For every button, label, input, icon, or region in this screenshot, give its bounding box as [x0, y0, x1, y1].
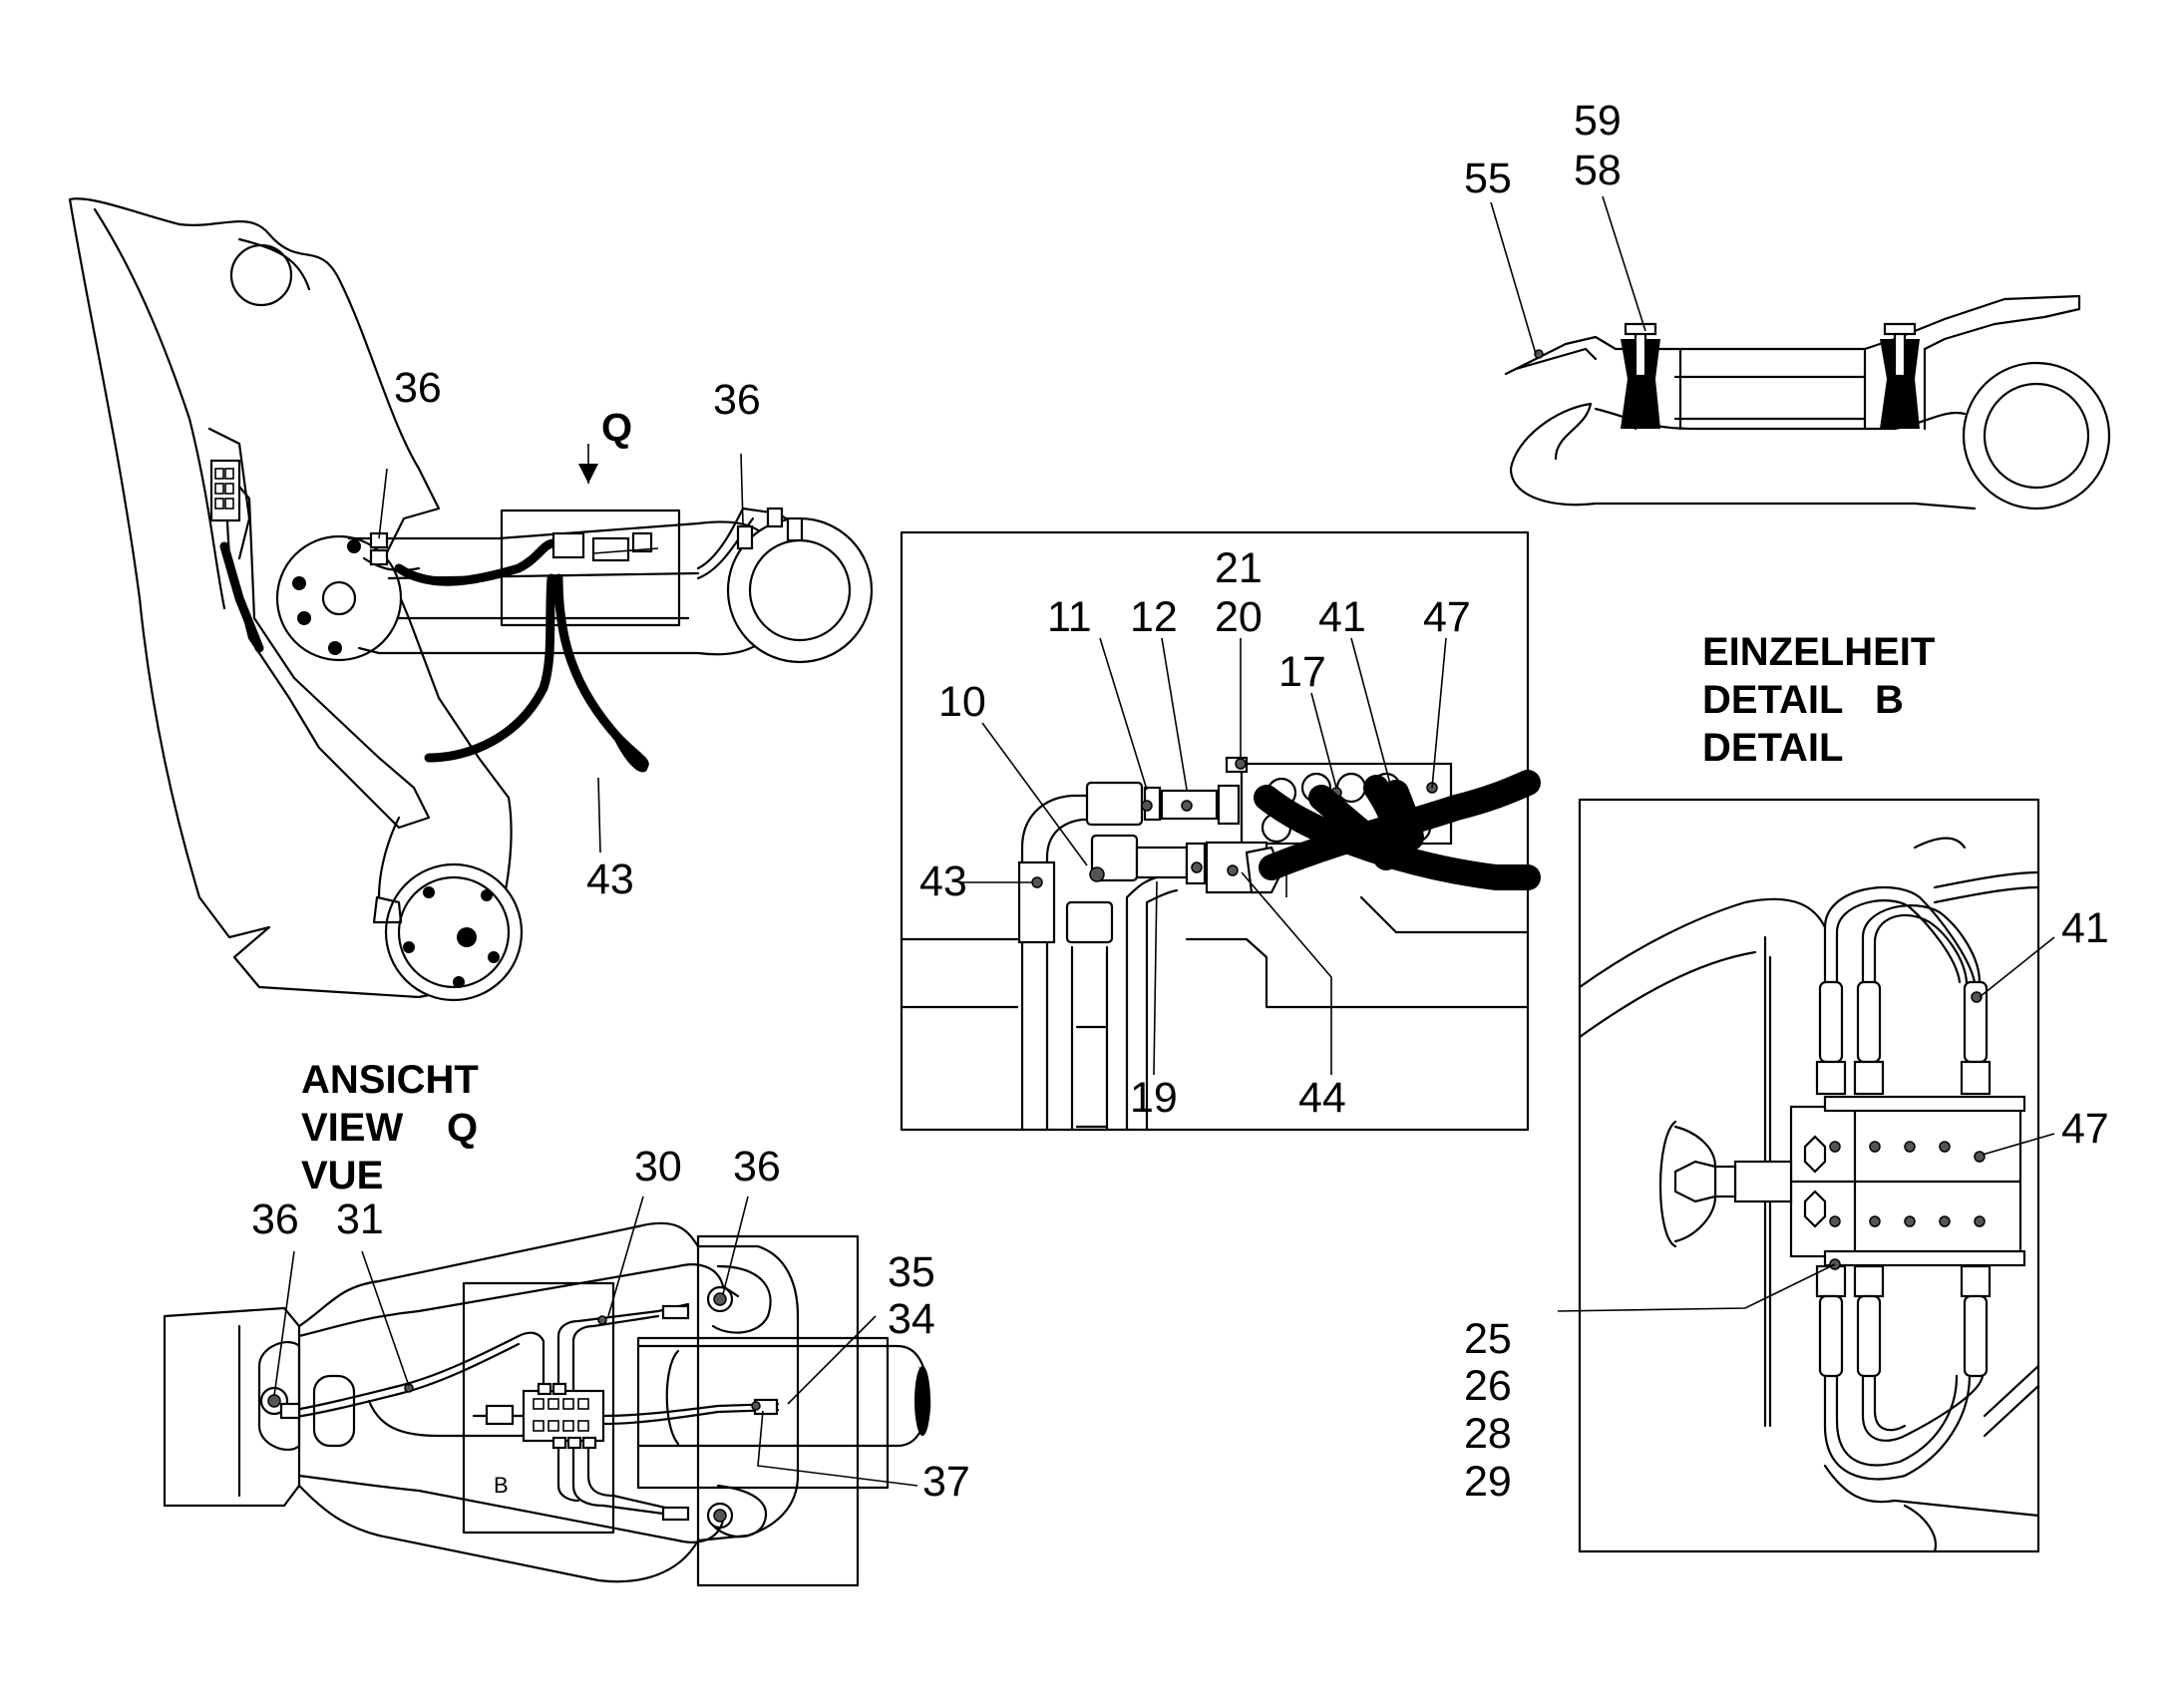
label-36-view-right: 36 — [733, 1143, 781, 1191]
label-26: 26 — [1464, 1362, 1512, 1410]
label-36-main-right: 36 — [713, 376, 761, 424]
label-30: 30 — [634, 1143, 682, 1191]
label-35: 35 — [888, 1248, 935, 1296]
label-34: 34 — [888, 1295, 935, 1343]
label-q-arrow: Q — [601, 406, 632, 450]
label-29: 29 — [1464, 1458, 1512, 1506]
detail-title-letter: B — [1875, 678, 1904, 722]
detail-title-line2: DETAIL — [1702, 678, 1843, 722]
middle-detail — [900, 530, 1541, 1132]
label-b-box: B — [494, 1473, 509, 1498]
view-title-letter: Q — [447, 1106, 478, 1150]
label-11: 11 — [1047, 593, 1092, 641]
label-12: 12 — [1130, 593, 1178, 641]
view-title-line1: ANSICHT — [301, 1058, 479, 1102]
label-43-main: 43 — [586, 855, 634, 903]
label-36-view-left: 36 — [251, 1196, 299, 1243]
label-25: 25 — [1464, 1315, 1512, 1363]
label-19: 19 — [1130, 1074, 1178, 1122]
top-right-view — [1490, 195, 2111, 511]
detail-b — [1557, 798, 2055, 1553]
label-44: 44 — [1298, 1074, 1346, 1122]
label-17: 17 — [1278, 648, 1326, 696]
view-title-line3: VUE — [301, 1154, 383, 1197]
label-41-mid: 41 — [1318, 593, 1366, 641]
label-47-mid: 47 — [1423, 593, 1471, 641]
label-21: 21 — [1215, 544, 1263, 592]
main-side-view — [68, 197, 874, 1002]
view-title-line2: VIEW — [301, 1106, 403, 1150]
label-31: 31 — [336, 1196, 384, 1243]
label-58: 58 — [1574, 147, 1622, 194]
label-47-detail: 47 — [2061, 1105, 2109, 1153]
label-37: 37 — [922, 1458, 970, 1506]
detail-title-line3: DETAIL — [1702, 726, 1843, 770]
label-28: 28 — [1464, 1410, 1512, 1458]
view-q — [163, 1196, 931, 1587]
label-20: 20 — [1215, 593, 1263, 641]
label-41-detail: 41 — [2061, 904, 2109, 952]
label-55: 55 — [1464, 155, 1512, 202]
label-59: 59 — [1574, 97, 1622, 145]
label-43-mid: 43 — [919, 857, 967, 905]
detail-title-line1: EINZELHEIT — [1702, 630, 1935, 674]
label-36-main-left: 36 — [394, 364, 442, 412]
label-10: 10 — [938, 678, 986, 726]
